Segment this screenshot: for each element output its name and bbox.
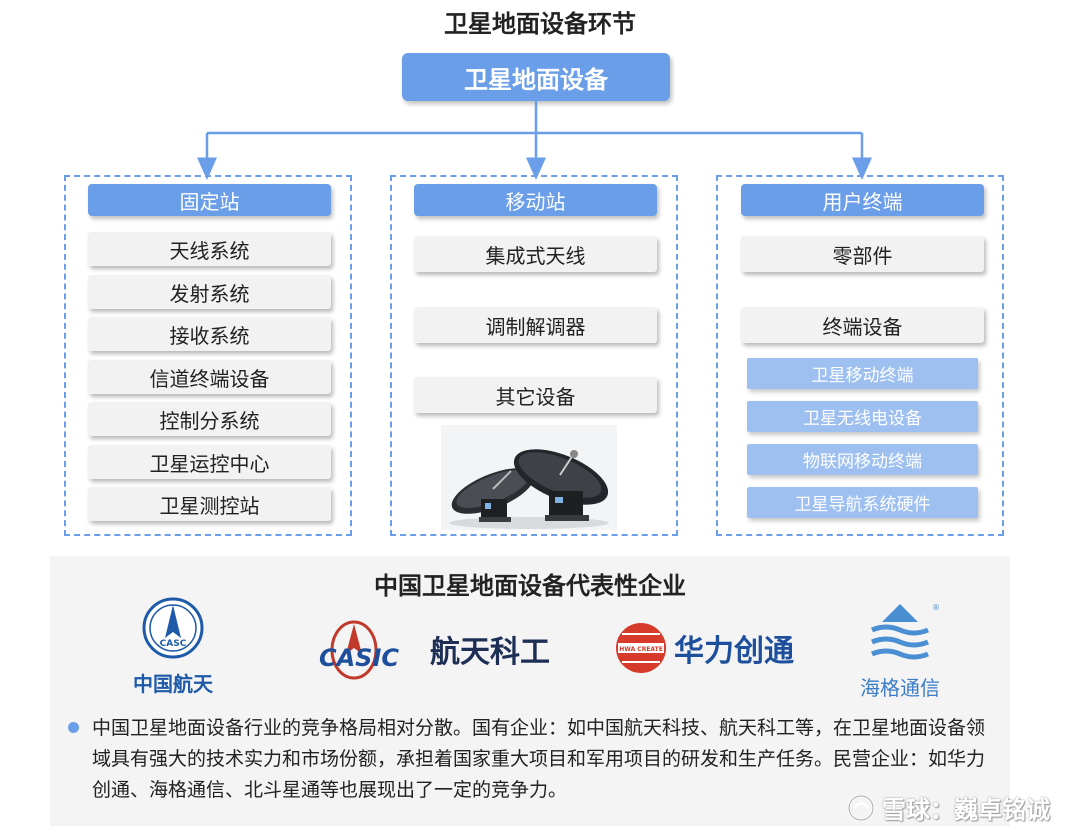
item-other-equipment: 其它设备 [414,377,657,413]
casc-seal-icon: CASC [142,597,204,659]
casic-name: 航天科工 [430,635,550,670]
item-ttc-station: 卫星测控站 [88,487,331,521]
item-components: 零部件 [741,236,984,272]
logo-casc: CASC 中国航天 [128,596,218,696]
logo-haige: ® 海格通信 [850,600,950,700]
description-text: 中国卫星地面设备行业的竞争格局相对分散。国有企业：如中国航天科技、航天科工等，在… [92,717,986,801]
item-control-subsystem: 控制分系统 [88,402,331,436]
sub-item-iot-terminal: 物联网移动终端 [747,444,978,475]
header-mobile-station: 移动站 [414,184,657,216]
item-antenna-system: 天线系统 [88,232,331,266]
logo-casic: CASIC 航天科工 [298,612,578,686]
panel-user-terminal [716,175,1004,536]
snowball-icon [847,794,875,821]
header-user-terminal: 用户终端 [741,184,984,216]
svg-text:CASC: CASC [160,639,187,649]
antenna-dish-image [441,425,617,530]
huali-seal-icon: HWA CREATE [616,623,666,673]
sub-item-mobile-terminal: 卫星移动终端 [747,358,978,389]
item-transmit-system: 发射系统 [88,275,331,309]
panel-fixed-station [64,175,352,536]
root-node: 卫星地面设备 [402,53,670,101]
header-fixed-station: 固定站 [88,184,331,216]
item-modem: 调制解调器 [414,307,657,343]
item-receive-system: 接收系统 [88,317,331,351]
watermark-text: 雪球：巍卓铭诚 [882,796,1050,824]
svg-text:HWA CREATE: HWA CREATE [619,646,663,653]
item-channel-terminal: 信道终端设备 [88,360,331,394]
panel-mobile-station [390,175,678,536]
sub-item-navigation-hardware: 卫星导航系统硬件 [747,487,978,518]
watermark: 雪球：巍卓铭诚 [846,790,1050,825]
companies-panel [50,556,1010,826]
huali-name: 华力创通 [674,634,794,669]
svg-text:®: ® [932,603,940,612]
item-integrated-antenna: 集成式天线 [414,236,657,272]
casic-mark-icon: CASIC [319,620,399,680]
diagram-title: 卫星地面设备环节 [444,10,636,38]
companies-title: 中国卫星地面设备代表性企业 [374,572,686,600]
item-ops-center: 卫星运控中心 [88,445,331,479]
item-terminal-equipment: 终端设备 [741,307,984,343]
casc-name: 中国航天 [133,672,213,696]
haige-wave-icon: ® [871,603,940,660]
haige-name: 海格通信 [860,676,940,700]
svg-text:CASIC: CASIC [319,644,399,672]
connector-lines [197,101,872,180]
logo-huali: HWA CREATE 华力创通 [614,620,814,676]
bullet-dot-icon [68,722,79,733]
sub-item-radio-equipment: 卫星无线电设备 [747,401,978,432]
